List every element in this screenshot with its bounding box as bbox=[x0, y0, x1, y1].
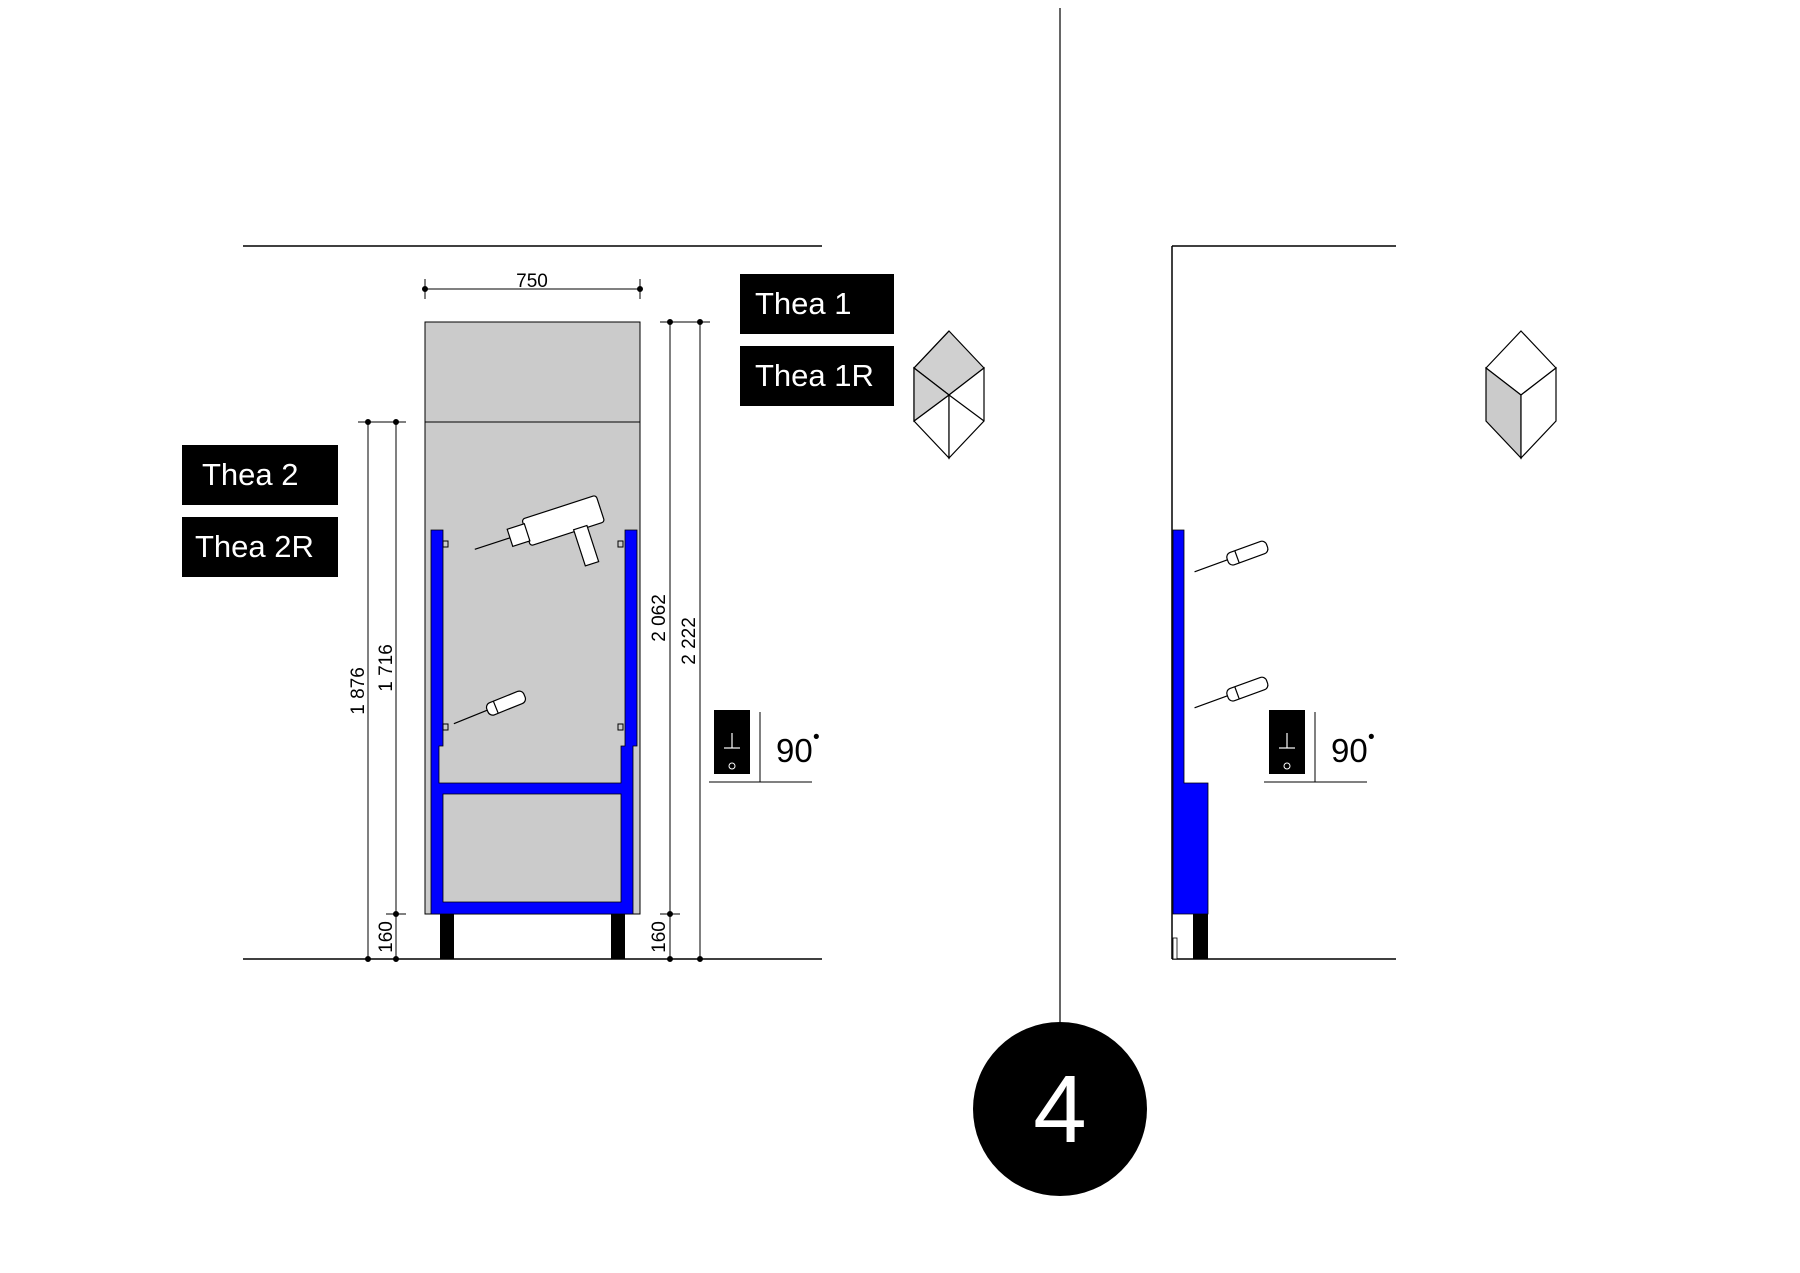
angle-value-right: 90 bbox=[1331, 732, 1368, 769]
dimension-2222-label: 2 222 bbox=[679, 617, 700, 665]
fixing-mark bbox=[617, 540, 624, 548]
spirit-level-icon bbox=[1264, 710, 1367, 783]
svg-text:Thea 2R: Thea 2R bbox=[195, 529, 314, 564]
label-thea-1r: Thea 1R bbox=[740, 346, 894, 406]
dimension-width-label: 750 bbox=[516, 271, 548, 292]
screwdriver-icon bbox=[453, 690, 527, 725]
label-thea-1: Thea 1 bbox=[740, 274, 894, 334]
svg-text:Thea 2: Thea 2 bbox=[202, 457, 299, 492]
step-number: 4 bbox=[1033, 1056, 1086, 1163]
screwdriver-icon bbox=[1194, 540, 1269, 573]
front-view: 750 2 062 2 222 160 bbox=[182, 245, 985, 962]
fixing-mark bbox=[442, 723, 449, 731]
angle-value-left: 90 bbox=[776, 732, 813, 769]
side-leg bbox=[1193, 914, 1208, 959]
dimension-1716-label: 1 716 bbox=[376, 644, 397, 692]
side-frame bbox=[1172, 529, 1209, 915]
cube-icon bbox=[1485, 330, 1557, 460]
dimension-base-right-label: 160 bbox=[649, 921, 670, 953]
step-badge: 4 bbox=[973, 1022, 1147, 1196]
dimension-1876-label: 1 876 bbox=[348, 667, 369, 715]
side-view: 90 • bbox=[1171, 245, 1557, 960]
drill-icon bbox=[474, 495, 605, 567]
dimension-width bbox=[422, 279, 643, 299]
dimension-lines-left bbox=[358, 419, 406, 962]
fixing-mark bbox=[442, 540, 449, 548]
cube-icon bbox=[913, 330, 985, 460]
dimension-base-left-label: 160 bbox=[376, 921, 397, 953]
screwdriver-icon bbox=[1194, 676, 1269, 709]
angle-degree-right: • bbox=[1368, 727, 1375, 748]
dimension-lines-right bbox=[660, 319, 710, 962]
fixing-mark bbox=[617, 723, 624, 731]
label-thea-2: Thea 2 bbox=[182, 445, 338, 505]
leg-left bbox=[440, 914, 454, 959]
dimension-2062-label: 2 062 bbox=[649, 594, 670, 642]
leg-right bbox=[611, 914, 625, 959]
svg-text:Thea 1: Thea 1 bbox=[755, 286, 852, 321]
angle-degree-left: • bbox=[813, 727, 820, 748]
label-thea-2r: Thea 2R bbox=[182, 517, 338, 577]
spirit-level-icon bbox=[709, 710, 812, 783]
cabinet-panel bbox=[424, 321, 641, 915]
side-leg-foot bbox=[1172, 937, 1178, 960]
blue-frame bbox=[430, 529, 638, 915]
svg-text:Thea 1R: Thea 1R bbox=[755, 358, 874, 393]
